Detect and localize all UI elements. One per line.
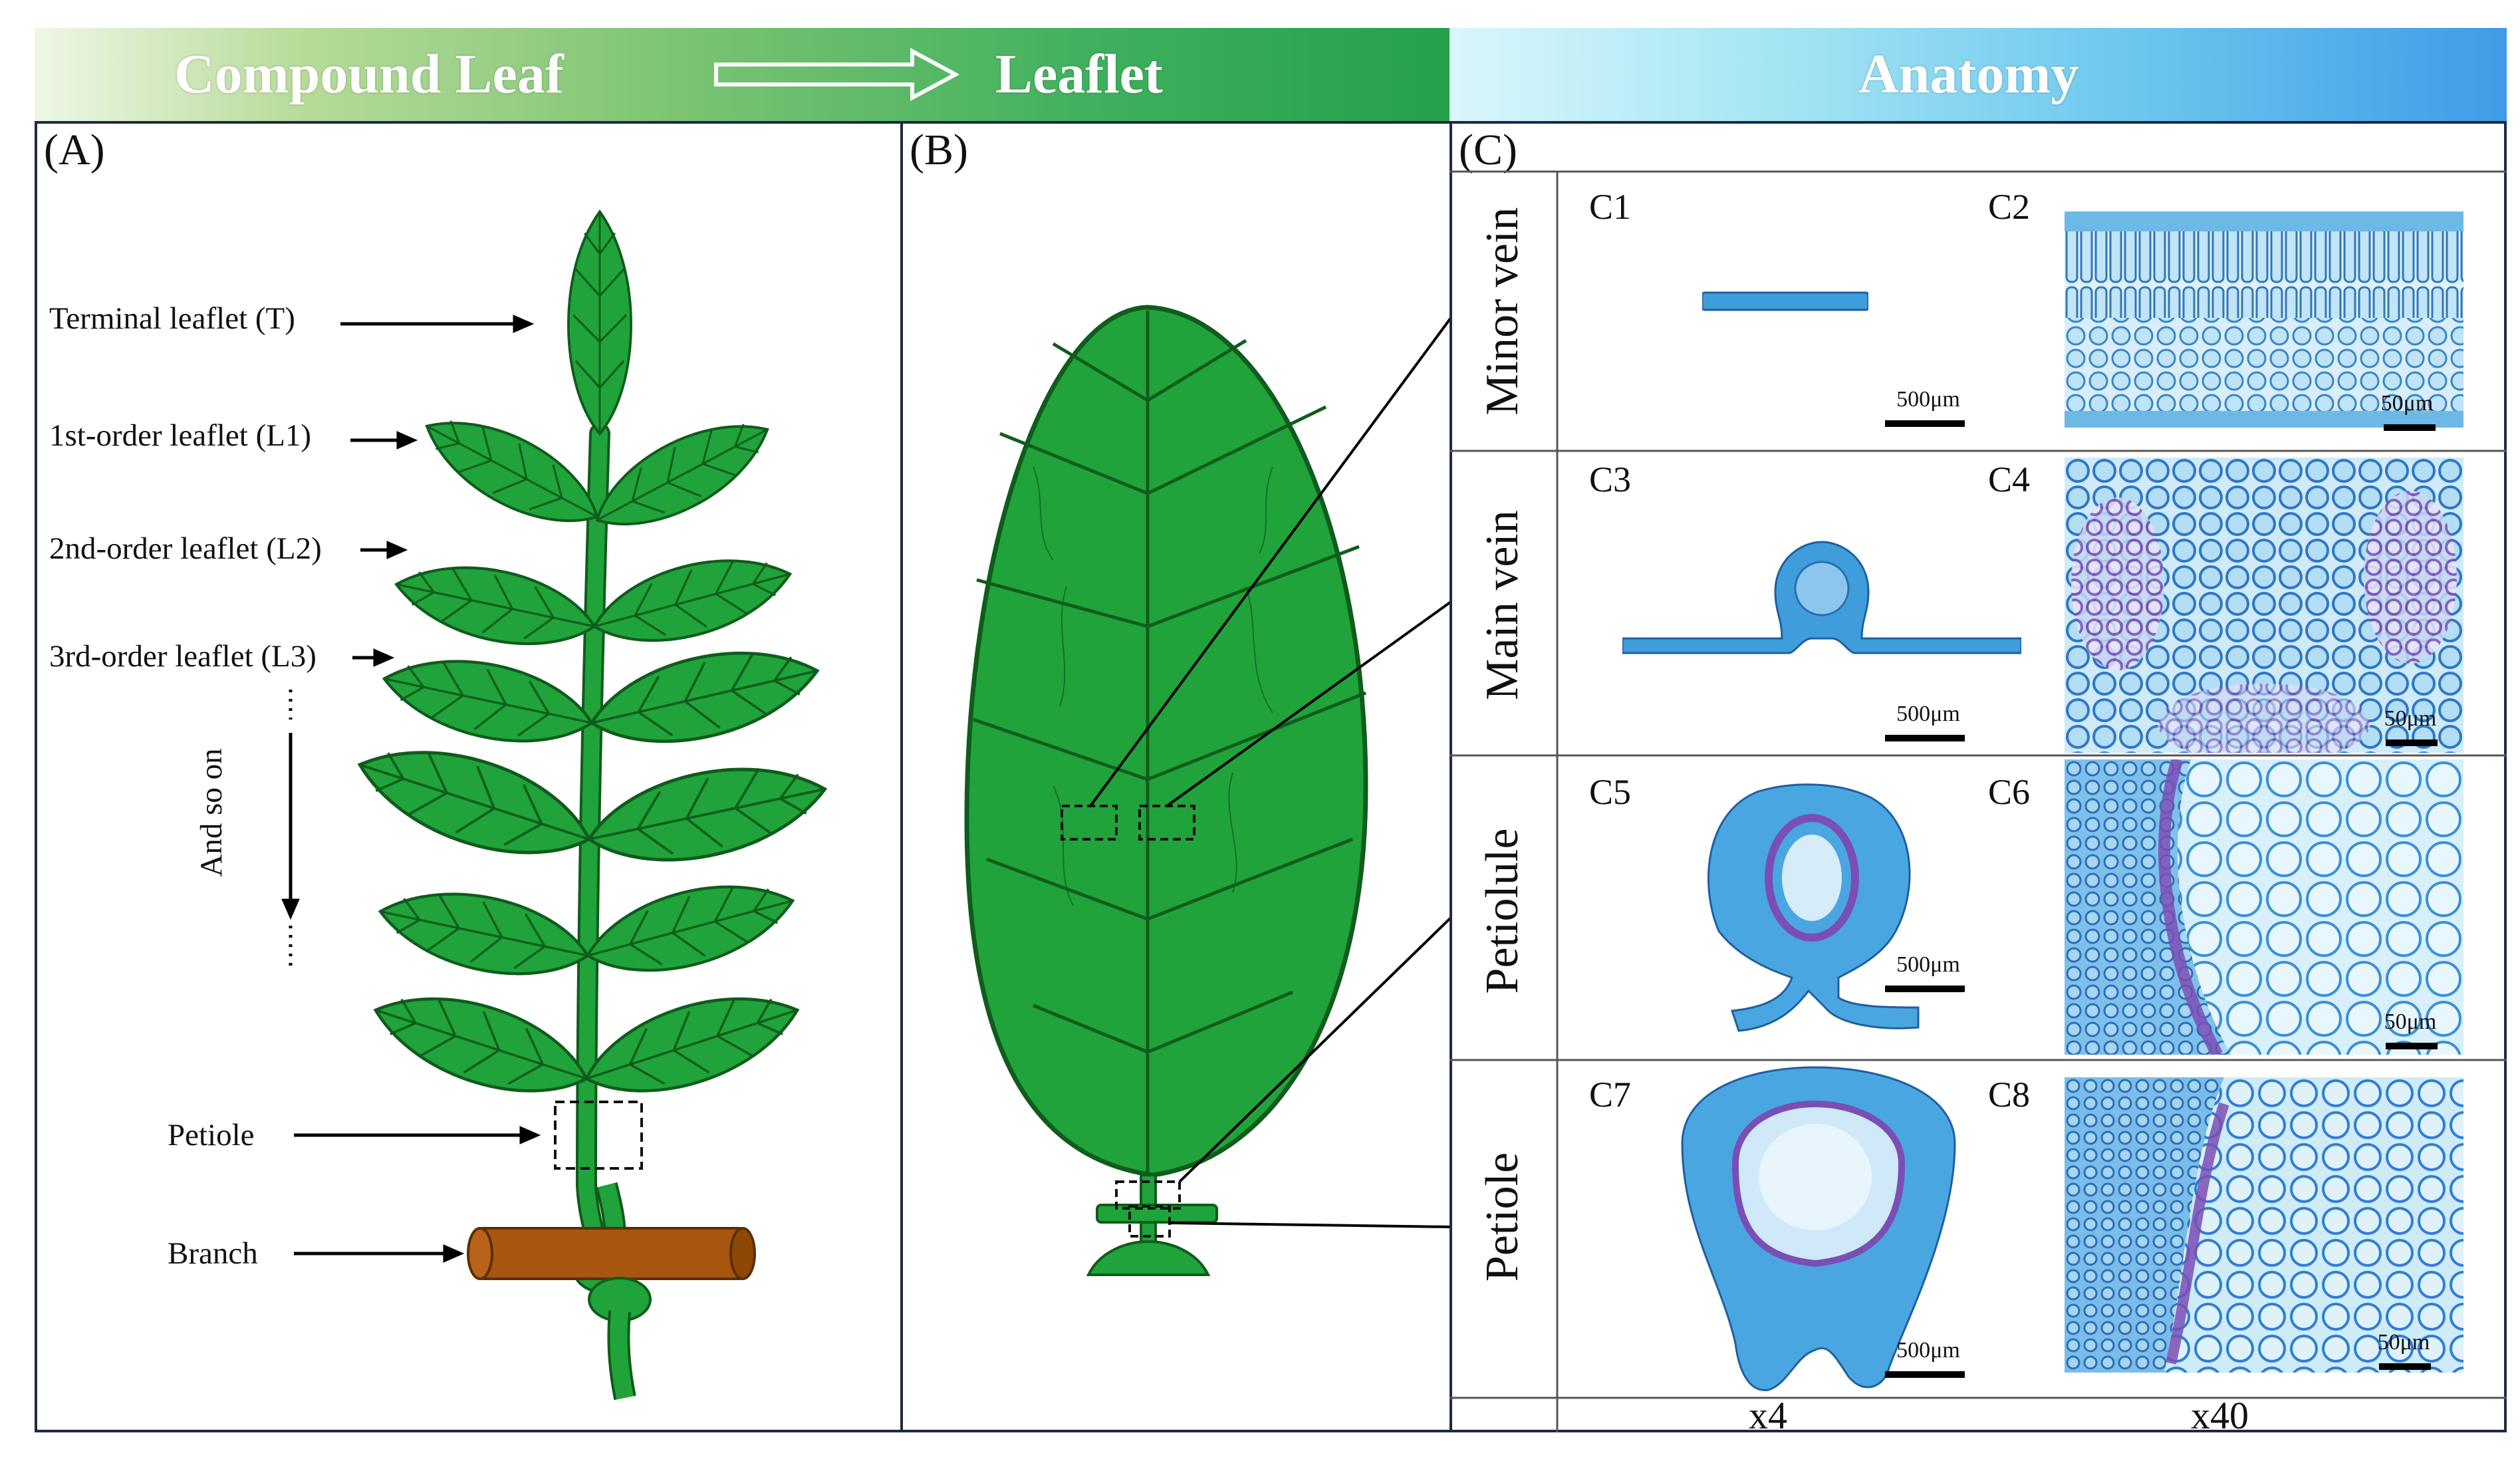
header-leaflet-title: Leaflet [995,43,1163,105]
scale-bar-c3 [1885,735,1965,741]
micrograph-c6 [2065,759,2463,1055]
scale-label-c1: 500μm [1896,387,1960,412]
petiole-label: Petiole [168,1118,255,1152]
panel-b-label: (B) [910,126,968,174]
row-label-petiole: Petiole [1477,1152,1528,1282]
header-anatomy-title: Anatomy [1858,43,2079,105]
scale-label-c7: 500μm [1896,1338,1960,1363]
panel-a-label: (A) [44,126,105,174]
scale-label-c6: 50μm [2384,1009,2437,1034]
micrograph-c1 [1702,291,1868,311]
label-c5: C5 [1589,772,1632,812]
right-arrow-icon [714,48,959,101]
label-c7: C7 [1589,1075,1632,1115]
scale-label-c3: 500μm [1896,702,1960,726]
scale-bar-c6 [2386,1043,2438,1049]
row-label-petiolule: Petiolule [1477,828,1528,994]
magnification-high: x40 [2191,1394,2249,1437]
label-c6: C6 [1988,772,2031,812]
row-label-main-vein: Main vein [1477,510,1528,700]
scale-bar-c1 [1885,420,1965,427]
micrograph-c3 [1622,541,2021,654]
scale-bar-c4 [2386,739,2438,746]
micrograph-c2 [2065,211,2463,428]
compound-leaf-illustration [281,121,903,1400]
anatomy-grid [1449,170,2507,1432]
scale-bar-c8 [2379,1363,2431,1370]
header-compound-leaf-title: Compound Leaf [174,43,564,105]
micrograph-c8 [2065,1077,2463,1373]
leaflet-illustration [964,305,1368,1276]
branch-label: Branch [168,1236,258,1271]
magnification-low: x4 [1749,1394,1787,1437]
label-c2: C2 [1988,187,2031,227]
scale-label-c4: 50μm [2384,706,2437,731]
third-order-leaflet-label: 3rd-order leaflet (L3) [49,639,316,674]
header-compound-leaf-bar: Compound Leaf Leaflet [35,28,1449,121]
second-order-leaflet-label: 2nd-order leaflet (L2) [49,531,322,566]
scale-bar-c5 [1885,986,1965,992]
row-label-minor-vein: Minor vein [1477,207,1528,416]
scale-bar-c7 [1885,1371,1965,1378]
label-c3: C3 [1589,460,1632,499]
micrograph-c5 [1707,783,1920,1032]
micrograph-c4 [2065,458,2463,753]
label-c1: C1 [1589,187,1632,227]
scale-label-c2: 50μm [2380,391,2434,416]
label-c8: C8 [1988,1075,2031,1115]
micrograph-c7 [1681,1066,1956,1391]
label-c4: C4 [1988,460,2031,499]
panel-c-label: (C) [1459,126,1517,174]
scale-label-c5: 500μm [1896,952,1960,977]
first-order-leaflet-label: 1st-order leaflet (L1) [49,418,312,453]
scale-label-c8: 50μm [2377,1330,2430,1355]
terminal-leaflet-label: Terminal leaflet (T) [49,301,295,336]
header-anatomy-bar: Anatomy [1449,28,2507,121]
scale-bar-c2 [2384,424,2436,431]
